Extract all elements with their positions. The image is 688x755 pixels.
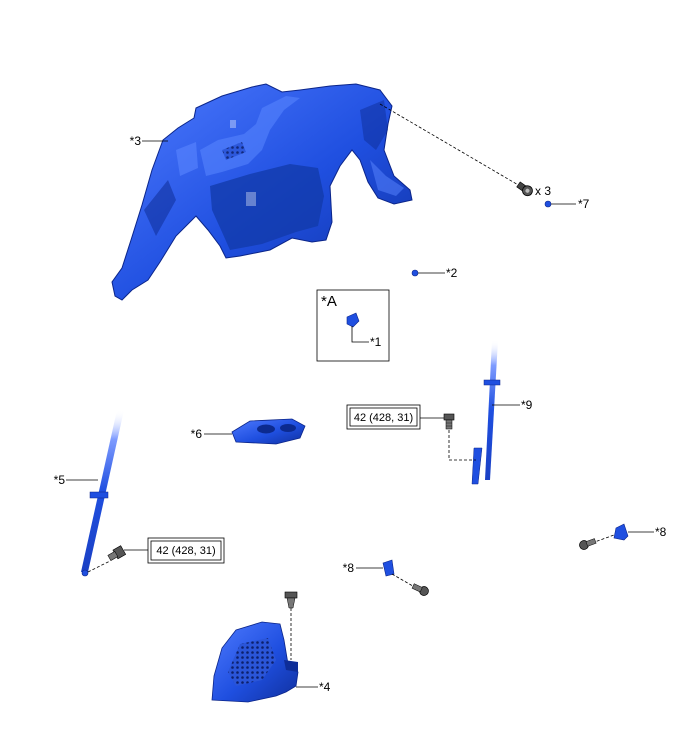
torque-spec-lower: 42 (428, 31) xyxy=(156,545,215,557)
clip-part-8-lower xyxy=(382,559,429,596)
label-part-7: *7 xyxy=(578,197,590,211)
label-callout-a: *A xyxy=(321,293,337,310)
seat-belt-part-5 xyxy=(81,410,127,577)
label-part-8-lower: *8 xyxy=(343,561,355,575)
screw-upper-right xyxy=(379,103,533,197)
bolt-part-5 xyxy=(107,545,127,561)
callout-box-a xyxy=(316,289,390,362)
screw-part-8-right xyxy=(579,538,597,550)
torque-spec-upper: 42 (428, 31) xyxy=(354,412,413,424)
label-part-6: *6 xyxy=(191,427,203,441)
label-part-9: *9 xyxy=(521,398,533,412)
clip-part-1 xyxy=(346,312,360,328)
label-part-3: *3 xyxy=(130,134,142,148)
seat-belt-part-9 xyxy=(443,340,501,485)
label-part-4: *4 xyxy=(319,680,331,694)
quarter-trim-panel-part-3 xyxy=(111,83,413,301)
label-qty: x 3 xyxy=(535,184,551,198)
label-part-2: *2 xyxy=(446,266,458,280)
screw-part-8-lower xyxy=(411,583,429,596)
label-part-8-right: *8 xyxy=(655,525,667,539)
clip-part-7 xyxy=(544,200,552,208)
cup-holder-part-6 xyxy=(231,418,306,445)
clip-part-8-right xyxy=(579,523,629,550)
clip-part-4 xyxy=(284,591,298,609)
lower-trim-part-4 xyxy=(211,591,299,703)
label-part-5: *5 xyxy=(54,473,66,487)
clip-part-2 xyxy=(411,269,419,277)
label-part-1: *1 xyxy=(370,335,382,349)
bolt-part-9 xyxy=(443,413,455,430)
torque-box-upper: 42 (428, 31) xyxy=(346,404,421,430)
torque-box-lower: 42 (428, 31) xyxy=(147,537,225,564)
